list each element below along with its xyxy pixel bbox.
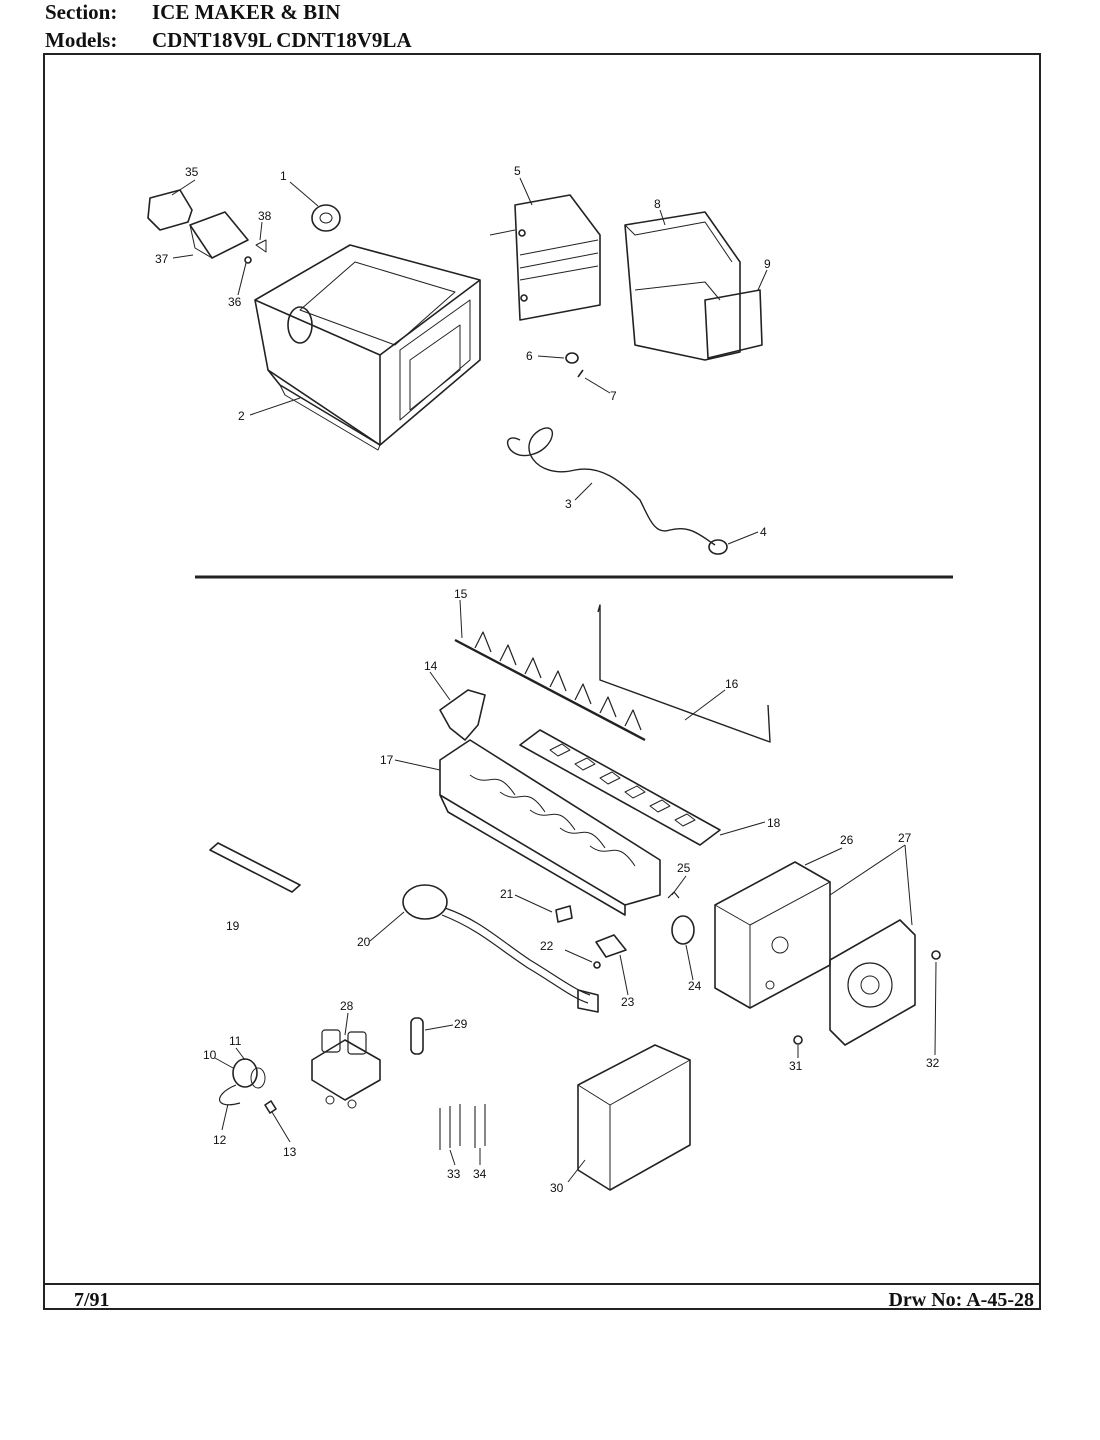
- section-row: Section: ICE MAKER & BIN: [0, 0, 1100, 28]
- callout-38: 38: [258, 209, 272, 223]
- water-valve: [311, 1029, 381, 1109]
- callout-20: 20: [357, 935, 371, 949]
- drawing-number: Drw No: A-45-28: [888, 1289, 1034, 1311]
- callout-15: 15: [454, 587, 468, 601]
- callout-23: 23: [621, 995, 635, 1009]
- flapper-door: [704, 289, 763, 359]
- callout-6: 6: [526, 349, 533, 363]
- tube-bushing: [708, 539, 728, 555]
- callout-17: 17: [380, 753, 394, 767]
- callout-12: 12: [213, 1133, 227, 1147]
- callout-19: 19: [226, 919, 240, 933]
- callout-2: 2: [238, 409, 245, 423]
- ice-bin: [254, 244, 481, 451]
- section-label: Section:: [45, 0, 118, 24]
- callout-24: 24: [688, 979, 702, 993]
- callout-13: 13: [283, 1145, 297, 1159]
- cube-guide: [519, 729, 721, 846]
- bin-chute-panel: [489, 194, 601, 321]
- callout-numbers: 1 2 3 4 5 6 7 8 9 10 11 12 13 14 15 16 1…: [155, 164, 940, 1195]
- switch-assembly: [147, 189, 267, 264]
- housing-screw: [793, 1035, 803, 1045]
- ejector-blade: [454, 631, 646, 742]
- mold-thermostat: [555, 905, 573, 923]
- callout-1: 1: [280, 169, 287, 183]
- bin-knob: [311, 204, 341, 232]
- valve-fitting: [218, 1058, 277, 1114]
- shutoff-arm: [597, 604, 771, 743]
- fill-tube: [507, 427, 716, 546]
- callout-10: 10: [203, 1048, 217, 1062]
- door-chute: [624, 211, 741, 361]
- callout-37: 37: [155, 252, 169, 266]
- section-title: ICE MAKER & BIN: [152, 0, 341, 24]
- callout-11: 11: [229, 1034, 242, 1048]
- callout-36: 36: [228, 295, 242, 309]
- callout-7: 7: [610, 389, 617, 403]
- callout-30: 30: [550, 1181, 564, 1195]
- drawing-frame: [43, 53, 1041, 1310]
- clip-screw: [593, 961, 601, 969]
- callout-29: 29: [454, 1017, 468, 1031]
- footer-divider: [43, 1283, 1041, 1285]
- callout-leaders: [171, 177, 937, 1183]
- stripper-bracket: [439, 689, 486, 741]
- tube-connector: [410, 1017, 424, 1055]
- mounting-screws: [439, 1104, 486, 1150]
- callout-32: 32: [926, 1056, 940, 1070]
- callout-18: 18: [767, 816, 781, 830]
- callout-31: 31: [789, 1059, 803, 1073]
- thermostat-clip: [595, 934, 627, 958]
- callout-16: 16: [725, 677, 739, 691]
- callout-14: 14: [424, 659, 438, 673]
- control-module: [829, 919, 916, 1046]
- icemaker-cover: [577, 1044, 691, 1191]
- callout-33: 33: [447, 1167, 461, 1181]
- callout-28: 28: [340, 999, 354, 1013]
- module-screw: [931, 950, 941, 960]
- fill-cup: [671, 915, 695, 945]
- callout-34: 34: [473, 1167, 487, 1181]
- ice-mold: [439, 739, 661, 916]
- callout-35: 35: [185, 165, 199, 179]
- callout-5: 5: [514, 164, 521, 178]
- control-housing: [714, 861, 831, 1009]
- mold-heater: [209, 842, 301, 893]
- callout-21: 21: [500, 887, 514, 901]
- callout-27: 27: [898, 831, 912, 845]
- models-list: CDNT18V9L CDNT18V9LA: [152, 28, 412, 52]
- wiring-harness: [402, 884, 599, 1013]
- models-label: Models:: [45, 28, 118, 52]
- callout-8: 8: [654, 197, 661, 211]
- callout-25: 25: [677, 861, 691, 875]
- chute-grommet: [565, 352, 579, 364]
- models-row: Models: CDNT18V9L CDNT18V9LA: [0, 28, 1100, 56]
- callout-4: 4: [760, 525, 767, 539]
- revision-date: 7/91: [74, 1289, 110, 1311]
- callout-22: 22: [540, 939, 554, 953]
- callout-26: 26: [840, 833, 854, 847]
- callout-3: 3: [565, 497, 572, 511]
- callout-9: 9: [764, 257, 771, 271]
